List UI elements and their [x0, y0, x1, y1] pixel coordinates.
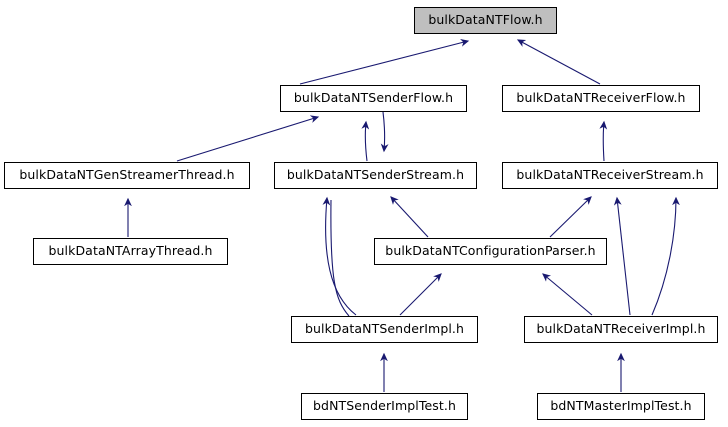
node-bulkdatantsenderflow[interactable]: bulkDataNTSenderFlow.h [280, 85, 467, 112]
edge-receiverflow-to-flow [516, 39, 601, 85]
node-bulkdatantflow[interactable]: bulkDataNTFlow.h [414, 7, 557, 34]
edge-senderflow-to-senderstream [380, 111, 389, 153]
node-bulkdatantsenderstream[interactable]: bulkDataNTSenderStream.h [274, 162, 477, 189]
node-label: bulkDataNTFlow.h [428, 12, 543, 28]
edge-genstreamerthread-to-senderflow [176, 115, 320, 162]
edge-receiverimpl-to-receiverstream [613, 196, 631, 316]
node-bdntmasterimpltest[interactable]: bdNTMasterImplTest.h [537, 393, 705, 420]
edge-configurationparser-to-senderstream [390, 196, 429, 238]
node-label: bulkDataNTSenderStream.h [286, 167, 465, 183]
edge-senderimpl-to-configurationparser [399, 273, 442, 316]
node-label: bulkDataNTGenStreamerThread.h [19, 167, 235, 183]
node-label: bulkDataNTReceiverFlow.h [516, 90, 686, 106]
node-bulkdatantreceiverstream[interactable]: bulkDataNTReceiverStream.h [502, 162, 718, 189]
node-label: bdNTMasterImplTest.h [550, 398, 692, 414]
node-bulkdatantconfigurationparser[interactable]: bulkDataNTConfigurationParser.h [374, 238, 607, 265]
node-bulkdatantarraythread[interactable]: bulkDataNTArrayThread.h [33, 238, 228, 265]
node-label: bulkDataNTReceiverImpl.h [536, 321, 706, 337]
node-label: bdNTSenderImplTest.h [313, 398, 456, 414]
node-label: bulkDataNTArrayThread.h [48, 243, 213, 259]
node-bulkdatantgenstreamerthread[interactable]: bulkDataNTGenStreamerThread.h [4, 162, 250, 189]
edge-senderimpl-to-senderstream [322, 196, 357, 316]
node-bdntsenderimpltest[interactable]: bdNTSenderImplTest.h [301, 393, 468, 420]
edge-receiverstream-to-receiverflow [599, 120, 608, 162]
node-label: bulkDataNTSenderImpl.h [304, 321, 465, 337]
edge-configurationparser-to-receiverstream [549, 196, 592, 238]
edge-configurationparser-to-receiverstream-alt [651, 196, 680, 316]
node-bulkdatantreceiverimpl[interactable]: bulkDataNTReceiverImpl.h [524, 316, 718, 343]
node-bulkdatantsenderimpl[interactable]: bulkDataNTSenderImpl.h [291, 316, 478, 343]
node-label: bulkDataNTConfigurationParser.h [385, 243, 596, 259]
edge-sideline-left [330, 199, 350, 317]
edge-receiverimpl-to-configurationparser [542, 273, 593, 316]
edge-senderstream-to-senderflow [361, 120, 370, 162]
node-label: bulkDataNTReceiverStream.h [516, 167, 704, 183]
node-label: bulkDataNTSenderFlow.h [293, 90, 454, 106]
edge-senderflow-to-flow [299, 39, 470, 85]
node-bulkdatantreceiverflow[interactable]: bulkDataNTReceiverFlow.h [502, 85, 700, 112]
